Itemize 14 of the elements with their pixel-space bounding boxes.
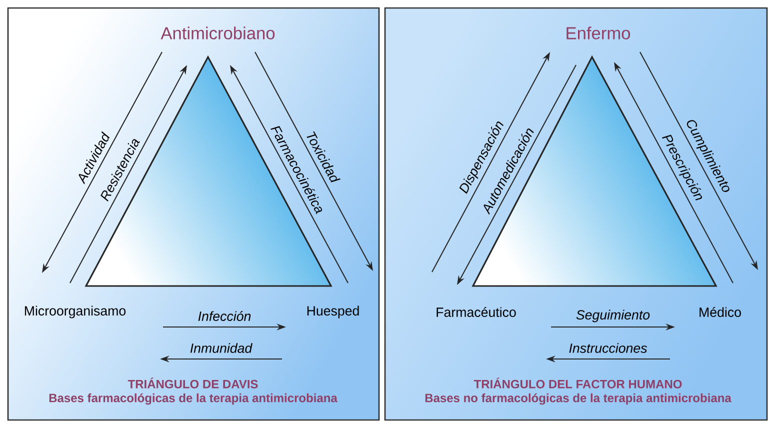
node-label: Antimicrobiano [160, 26, 275, 40]
caption-text: Bases farmacológicas de la terapia antimicrobiana [49, 393, 338, 405]
node-label: Farmacéutico [436, 307, 516, 317]
node-label: Huesped [307, 306, 359, 318]
node-label: Enfermo [566, 26, 630, 40]
caption-text: TRIÁNGULO DEL FACTOR HUMANO [474, 378, 682, 388]
node-label: Médico [700, 307, 741, 317]
edge-label: Infección [198, 311, 251, 321]
caption-text: TRIÁNGULO DE DAVIS [128, 378, 258, 388]
node-label: Microorganisamo [24, 306, 126, 318]
edge-label: Seguimiento [576, 310, 650, 322]
edge-label: Instrucciones [569, 343, 647, 353]
edge-label: Inmunidad [190, 343, 252, 353]
caption-text: Bases no farmacológicas de la terapia antimicrobiana [425, 393, 732, 405]
